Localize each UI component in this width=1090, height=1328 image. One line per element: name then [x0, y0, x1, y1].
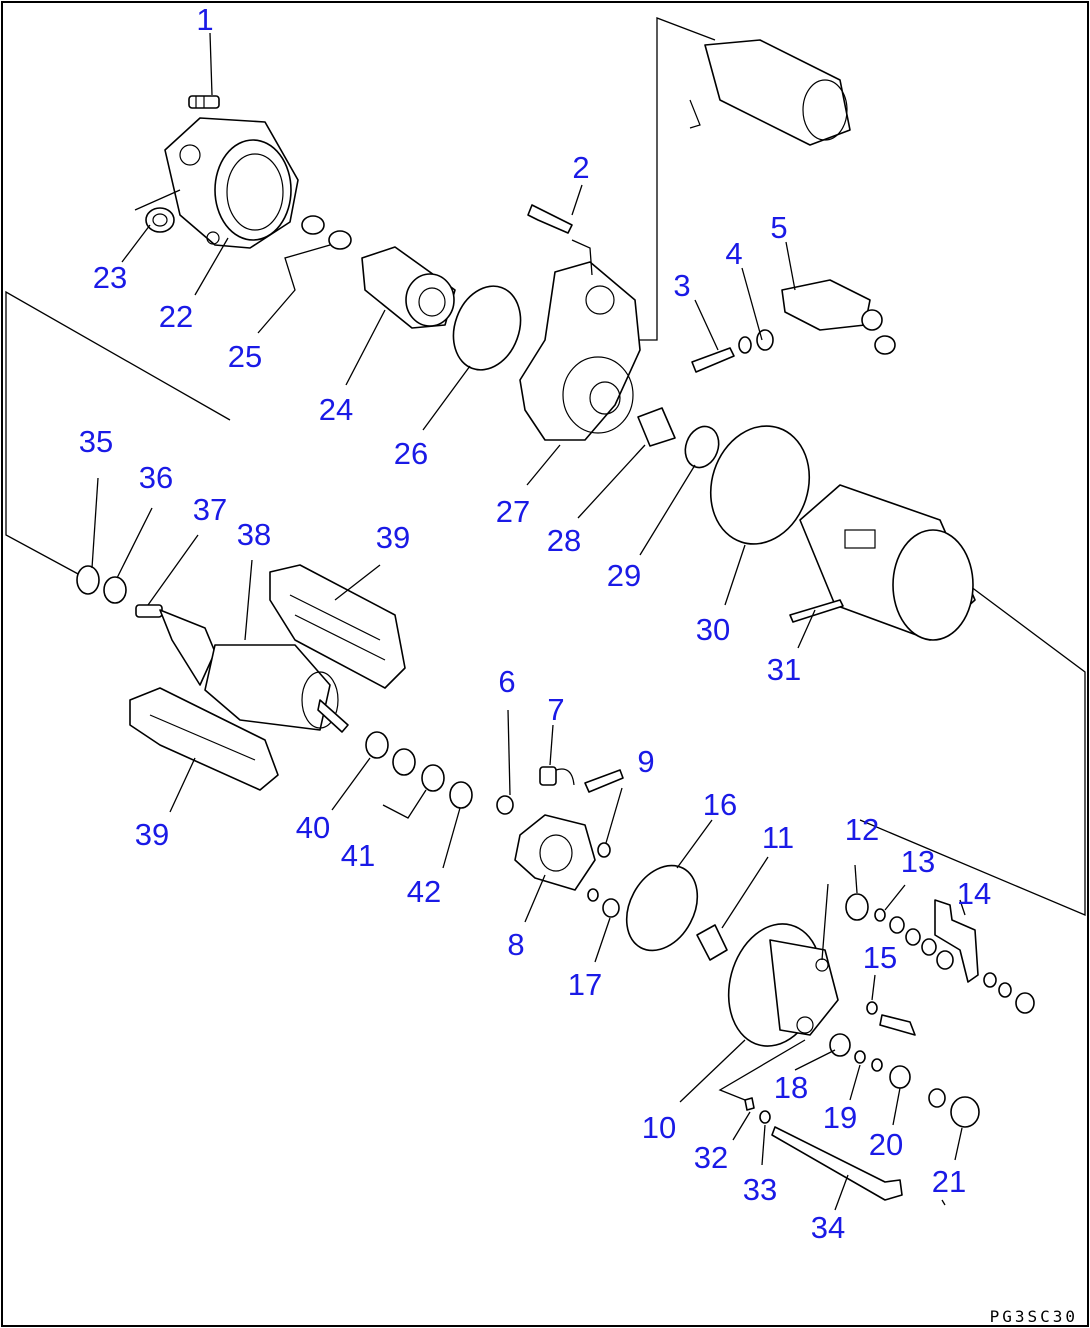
callout-25: 25	[228, 339, 262, 374]
part-19-washers	[854, 1050, 883, 1072]
part-38-armature	[159, 609, 349, 733]
part-25-bushings	[301, 215, 352, 250]
callout-15: 15	[863, 940, 897, 975]
callout-13: 13	[901, 844, 935, 879]
callout-16: 16	[703, 787, 737, 822]
part-15-bolt	[866, 1001, 916, 1036]
part-39-field-coil-upper	[269, 564, 406, 689]
callout-41: 41	[341, 838, 375, 873]
part-22-front-housing	[164, 117, 299, 249]
part-17-washers	[587, 888, 620, 918]
part-10-rear-cover	[727, 923, 839, 1047]
callout-32: 32	[694, 1140, 728, 1175]
callout-10: 10	[642, 1110, 676, 1145]
leader-lines	[91, 32, 966, 1211]
part-magnetic-switch	[689, 39, 851, 146]
callout-11: 11	[762, 820, 794, 855]
callout-38: 38	[237, 517, 271, 552]
part-27-gear-housing	[519, 261, 641, 441]
callout-5: 5	[770, 210, 787, 245]
part-20-nuts	[889, 1065, 946, 1108]
callout-28: 28	[547, 523, 581, 558]
part-21-cap	[950, 1096, 980, 1128]
callout-39-upper: 39	[376, 520, 410, 555]
part-8-brush-holder	[514, 814, 596, 891]
part-4-terminal-washers	[738, 329, 774, 354]
callout-17: 17	[568, 967, 602, 1002]
callout-7: 7	[547, 692, 564, 727]
part-1-bolt	[188, 95, 220, 109]
part-36-washer	[103, 576, 127, 604]
part-12-bushing	[845, 893, 869, 921]
part-28-bearing	[637, 407, 676, 447]
callout-33: 33	[743, 1172, 777, 1207]
part-7-brush-spring	[539, 766, 624, 793]
part-31-screw	[789, 599, 844, 623]
part-yoke-assembly	[799, 484, 976, 641]
part-29-bearing	[684, 425, 720, 469]
part-33-washer	[759, 1110, 771, 1124]
callout-30: 30	[696, 612, 730, 647]
callout-8: 8	[507, 927, 524, 962]
part-42-washer	[449, 781, 473, 809]
part-32-pin	[744, 1097, 755, 1111]
part-40-washer	[365, 731, 389, 759]
part-14-bracket	[934, 899, 979, 983]
callout-24: 24	[319, 392, 353, 427]
part-2-bolt	[527, 204, 573, 234]
callout-20: 20	[869, 1127, 903, 1162]
drawing-code: PG3SC30	[990, 1307, 1078, 1326]
part-26-o-ring	[452, 285, 522, 371]
part-41-washers	[392, 748, 445, 792]
callout-23: 23	[93, 260, 127, 295]
part-35-washer	[76, 565, 100, 595]
part-11-bushing	[696, 924, 728, 961]
callout-34: 34	[811, 1210, 845, 1245]
callout-6: 6	[498, 664, 515, 699]
callout-40: 40	[296, 810, 330, 845]
callout-26: 26	[394, 436, 428, 471]
callout-27: 27	[496, 494, 530, 529]
callout-39-lower: 39	[135, 817, 169, 852]
callout-numbers: 1 2 3 4 5 6 7 8 9 10 11 12 13 14 15 16 1…	[79, 2, 991, 1245]
callout-3: 3	[673, 268, 690, 303]
callout-18: 18	[774, 1070, 808, 1105]
part-13-washers	[874, 908, 954, 970]
part-16-o-ring	[625, 864, 699, 952]
part-34-through-bolt	[771, 1126, 903, 1201]
part-23-bushing	[145, 207, 175, 233]
callout-37: 37	[193, 492, 227, 527]
callout-42: 42	[407, 874, 441, 909]
part-39-field-coil-lower	[129, 687, 279, 791]
callout-22: 22	[159, 299, 193, 334]
part-5-terminal-assembly	[781, 279, 896, 355]
callout-9: 9	[637, 744, 654, 779]
callout-29: 29	[607, 558, 641, 593]
callout-14: 14	[957, 876, 991, 911]
part-3-bolt	[691, 347, 735, 373]
part-9-washer	[597, 842, 611, 858]
callout-35: 35	[79, 424, 113, 459]
part-14-hardware	[983, 972, 1035, 1014]
callout-31: 31	[767, 652, 801, 687]
callout-2: 2	[572, 150, 589, 185]
part-24-drive-pinion	[361, 246, 456, 329]
callout-1: 1	[196, 2, 213, 37]
part-37-shaft-end	[135, 604, 163, 618]
callout-36: 36	[139, 460, 173, 495]
part-18-bushing	[829, 1033, 851, 1057]
guide-lines	[5, 17, 1086, 916]
part-30-gasket	[709, 425, 811, 545]
callout-21: 21	[932, 1164, 966, 1199]
callout-12: 12	[845, 812, 879, 847]
callout-19: 19	[823, 1100, 857, 1135]
part-6-nut	[496, 795, 514, 815]
callout-4: 4	[725, 236, 742, 271]
